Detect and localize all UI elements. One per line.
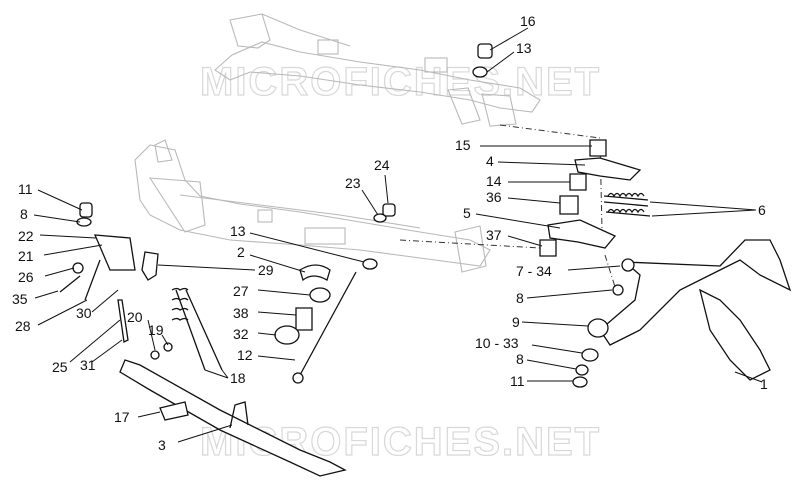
callout-23: 23 [345, 175, 361, 191]
part-29 [141, 251, 159, 281]
part-13 [362, 258, 378, 270]
spring-18-rods [175, 289, 223, 371]
part-10-33 [581, 348, 599, 362]
part-3-tab [229, 401, 249, 429]
callout-labels: 16 13 15 4 14 36 6 5 37 7 - 34 8 9 10 - … [12, 13, 768, 453]
callout-8-right: 8 [516, 290, 524, 306]
callout-22: 22 [18, 228, 34, 244]
part-37 [539, 239, 557, 257]
part-35 [59, 275, 81, 293]
main-frame-ghost [134, 139, 491, 273]
callout-8-left: 8 [20, 206, 28, 222]
part-2 [299, 264, 331, 282]
callout-35: 35 [12, 291, 28, 307]
part-11 [79, 202, 93, 218]
callout-24: 24 [374, 157, 390, 173]
part-15 [589, 139, 607, 157]
callout-32: 32 [233, 326, 249, 342]
part-8-lower [575, 364, 589, 376]
part-26 [72, 262, 84, 274]
alignment-line [604, 254, 617, 291]
callout-28: 28 [15, 318, 31, 334]
part-25 [117, 299, 129, 343]
callout-27: 27 [233, 283, 249, 299]
alignment-line [399, 239, 541, 249]
part-38 [295, 307, 313, 331]
callout-4: 4 [486, 153, 494, 169]
part-16 [477, 43, 493, 59]
callout-11-left: 11 [18, 181, 33, 197]
callout-19: 19 [148, 322, 164, 338]
part-5 [547, 219, 617, 249]
callout-20: 20 [127, 309, 143, 325]
part-13-top [472, 66, 488, 78]
callout-9: 9 [512, 314, 520, 330]
leader-lines [33, 27, 763, 443]
part-27 [309, 287, 331, 303]
callout-5: 5 [463, 205, 471, 221]
callout-30: 30 [76, 305, 92, 321]
callout-21: 21 [18, 248, 34, 264]
part-9 [587, 318, 609, 338]
callout-16: 16 [520, 13, 536, 29]
part-36 [559, 195, 579, 215]
callout-8-right-lower: 8 [516, 351, 524, 367]
callout-37: 37 [486, 227, 502, 243]
callout-11-right: 11 [510, 373, 525, 389]
upper-frame-ghost [214, 13, 541, 127]
part-32 [274, 325, 300, 345]
watermark-top: MICROFICHES.NET [200, 60, 601, 104]
callout-2: 2 [237, 244, 245, 260]
part-11-right [572, 376, 588, 388]
callout-3: 3 [158, 437, 166, 453]
callout-1: 1 [760, 376, 768, 392]
part-21-bracket [93, 234, 136, 271]
callout-7-34: 7 - 34 [516, 263, 552, 279]
callout-12: 12 [237, 347, 253, 363]
spring-6-top [603, 192, 649, 207]
part-14 [569, 173, 587, 191]
callout-10-33: 10 - 33 [475, 335, 519, 351]
part-19 [163, 342, 173, 352]
callout-36: 36 [486, 189, 502, 205]
callout-38: 38 [233, 305, 249, 321]
part-20 [150, 350, 160, 360]
part-1-stand [599, 239, 792, 346]
callout-14: 14 [486, 173, 502, 189]
alignment-line [499, 124, 601, 139]
callout-29: 29 [258, 262, 274, 278]
callout-18: 18 [230, 370, 246, 386]
callout-15: 15 [455, 137, 471, 153]
center-stand-assembly [472, 43, 792, 388]
part-8 [612, 284, 624, 296]
callout-26: 26 [18, 269, 34, 285]
callout-25: 25 [52, 359, 68, 375]
callout-6: 6 [758, 202, 766, 218]
part-28 [84, 259, 101, 301]
part-12 [299, 271, 357, 376]
part-24 [382, 203, 396, 217]
callout-31: 31 [80, 357, 96, 373]
callout-13: 13 [230, 223, 246, 239]
side-stand-assembly [59, 202, 347, 477]
part-23 [373, 213, 387, 223]
part-7-34 [621, 258, 635, 272]
middle-parts [274, 203, 396, 384]
spring-6-bottom [605, 208, 651, 217]
part-1-leg [699, 288, 771, 381]
part-12-head [292, 372, 304, 384]
part-4 [574, 157, 642, 181]
callout-17: 17 [114, 409, 130, 425]
part-17 [159, 401, 189, 421]
callout-13-top: 13 [516, 40, 532, 56]
